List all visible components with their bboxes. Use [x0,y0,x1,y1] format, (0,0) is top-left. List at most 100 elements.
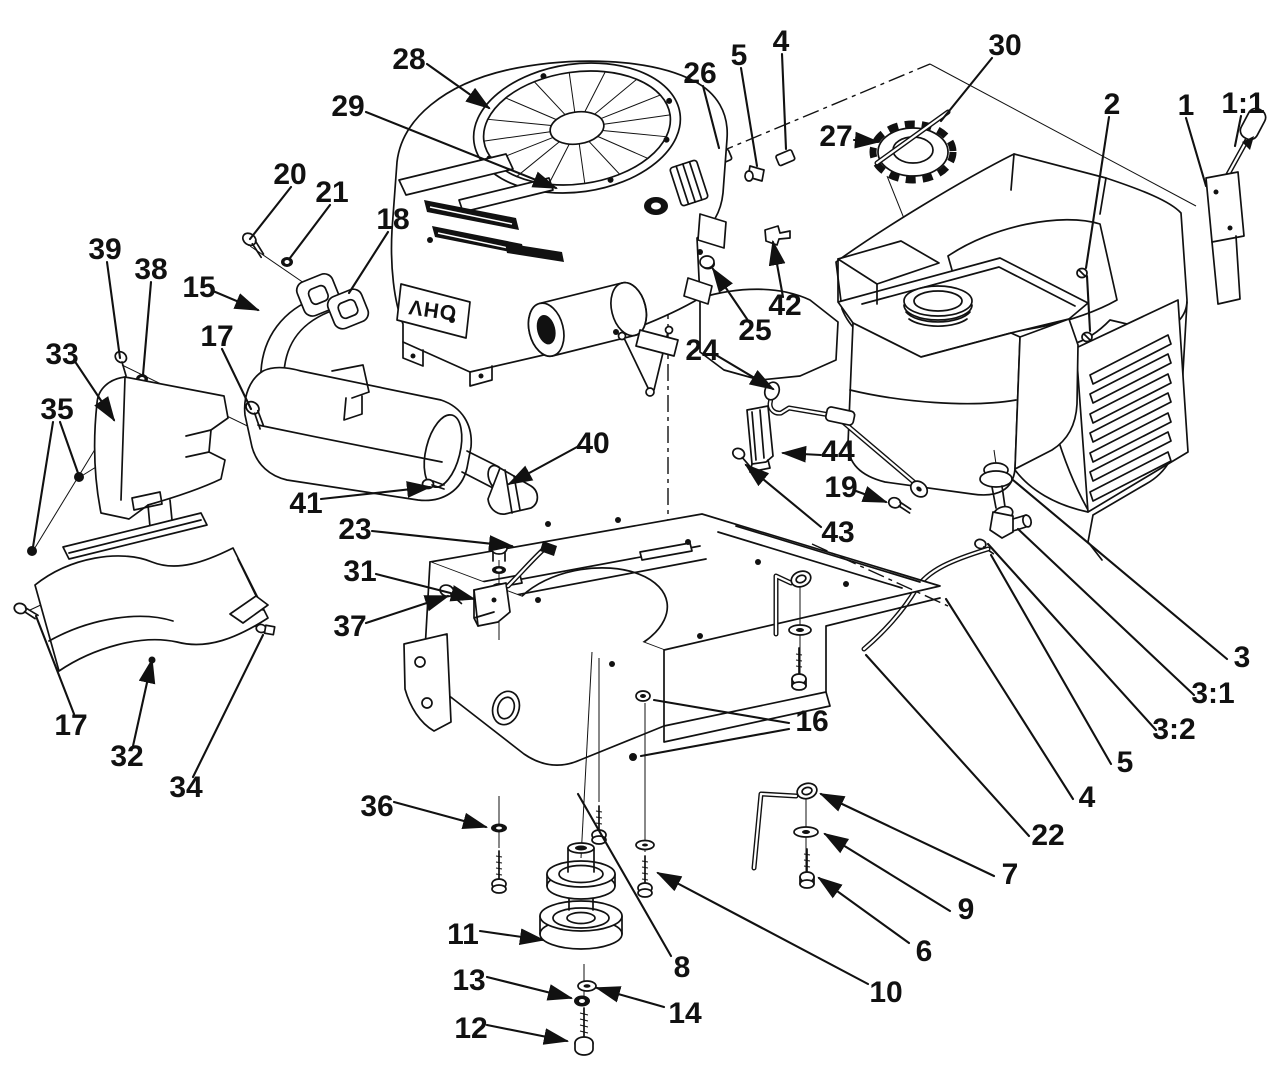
leader-line-3:1 [1016,527,1196,697]
leader-line-35 [31,420,55,549]
shield-screw [74,472,84,482]
pulley-washers [574,980,597,1007]
callout-label-14: 14 [668,997,702,1030]
panel-screw [1081,331,1093,343]
callout-label-12: 12 [454,1012,487,1045]
leader-line-16 [652,698,791,725]
leader-line-18 [347,230,390,295]
leader-line-41 [319,481,433,501]
fuel-cap [869,120,957,184]
governor-linkage [617,325,679,397]
leader-line-19 [854,486,888,504]
leader-line-2 [1085,274,1092,333]
leader-line-22 [864,653,1031,838]
callout-label-21: 21 [315,176,348,209]
leader-line-23 [370,529,515,552]
tank-pod [837,240,940,285]
callout-label-31: 31 [343,555,376,588]
dipstick-rod [874,109,951,166]
frame-assembly [403,513,949,1006]
leader-line-24 [714,353,775,391]
frame-bolt-10 [635,839,655,898]
leader-line-12 [485,1023,570,1045]
leader-line-14 [594,986,666,1009]
shield-screw [13,602,39,620]
callout-label-27: 27 [819,120,852,153]
shield-tab [229,595,269,624]
callout-label-3:2: 3:2 [1152,713,1195,746]
leader-line-20 [248,185,293,241]
callout-label-15: 15 [182,271,215,304]
hose-fitting [775,149,796,167]
leader-line-31 [374,572,477,602]
leader-line-6 [817,876,911,945]
leader-line-3:2 [986,542,1158,732]
belt-guide-rod-upper [773,570,812,691]
callout-label-10: 10 [869,976,902,1009]
mount-foot [402,341,424,367]
callout-label-34: 34 [169,771,203,804]
leader-line-17 [34,614,76,716]
callout-label-19: 19 [824,471,857,504]
leader-line-17 [220,347,253,411]
leader-line-2 [1084,115,1111,270]
lower-heat-shield [34,547,269,672]
leader-line-25 [711,267,751,324]
callout-label-30: 30 [988,29,1021,62]
leader-line-4 [780,52,788,151]
leader-line-39 [105,260,122,360]
hose-fitting [744,165,765,182]
leader-line-40 [507,445,579,486]
mount-foot [469,365,493,387]
callout-label-2: 2 [1104,88,1121,121]
callout-label-1: 1 [1178,89,1195,122]
leader-line-30 [939,56,994,123]
callout-label-33: 33 [45,338,78,371]
callout-label-38: 38 [134,253,167,286]
shield-screw [114,350,128,377]
leader-line-10 [656,871,870,986]
rod-bracket [731,405,774,473]
callout-label-35: 35 [40,393,73,426]
leader-line-4 [944,597,1075,801]
callout-label-4: 4 [773,25,790,58]
leader-line-37 [364,594,450,625]
fuel-tank-assembly [701,107,1267,652]
leader-line-35 [58,420,80,475]
leader-line-5 [739,66,759,168]
leader-line-21 [288,203,332,260]
tank-side [1014,318,1079,470]
callout-label-36: 36 [360,790,393,823]
shield-clip [255,623,276,636]
callout-label-3:1: 3:1 [1191,677,1234,710]
muffler-assembly [114,232,539,515]
callout-label-39: 39 [88,233,121,266]
leader-line-42 [768,239,786,299]
callout-label-13: 13 [452,964,485,997]
ignition-coil [669,159,709,207]
frame-right-wall [663,597,941,727]
leader-line-13 [485,975,574,1001]
muffler-body [243,366,473,502]
leader-line-1 [1184,116,1208,188]
throttle-lever [1205,107,1267,305]
callout-label-7: 7 [1002,858,1019,891]
callout-label-32: 32 [110,740,143,773]
shield-screw [27,546,37,556]
leader-line-16 [639,727,791,758]
leader-line-28 [425,62,491,110]
callout-label-4: 4 [1079,781,1096,814]
leader-line-44 [780,445,823,463]
leader-line-36 [392,800,489,830]
recoil-plate [398,153,514,196]
leader-line-29 [364,110,558,190]
leader-line-32 [131,657,156,748]
callout-label-40: 40 [576,427,609,460]
callout-label-37: 37 [333,610,366,643]
callout-label-5: 5 [731,39,748,72]
leader-line-3 [1011,478,1229,661]
frame-bolt-8 [591,805,607,845]
leader-line-15 [211,289,260,312]
leader-line-43 [744,463,823,529]
